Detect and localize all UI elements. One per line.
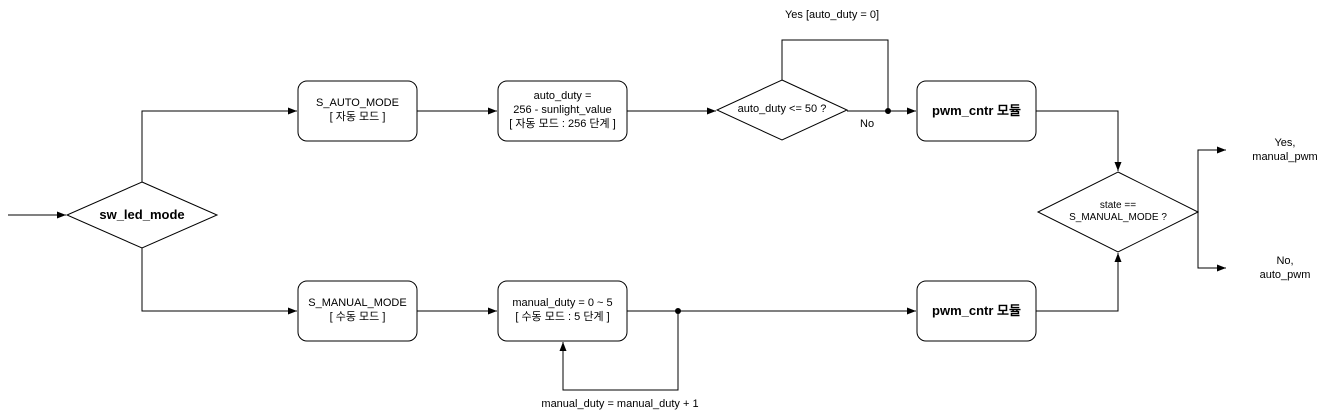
state-check-label: state == S_MANUAL_MODE ? [1069,199,1167,224]
manual-mode-label: S_MANUAL_MODE [ 수동 모드 ] [308,297,407,323]
yes-output-label: Yes, manual_pwm [1252,137,1318,163]
edge-mode-to-auto [141,107,297,182]
yes-auto-label: Yes [auto_duty = 0] [784,9,880,21]
edge-pwm-top-to-state [1036,110,1122,171]
manual-duty-calc-label: manual_duty = 0 ~ 5 [ 수동 모드 : 5 단계 ] [512,297,613,323]
auto-duty-calc-label: auto_duty = 256 - sunlight_value [ 자동 모드… [509,90,616,130]
auto-mode-label: S_AUTO_MODE [ 자동 모드 ] [316,97,399,123]
no-auto-label: No [860,118,875,130]
edge-state-no [1197,212,1226,272]
edge-manual-feedback [559,311,679,391]
junction-dot-manual [675,308,681,314]
state-check-decision [1036,171,1200,253]
auto-check-label: auto_duty <= 50 ? [737,103,827,116]
edge-pwm-bottom-to-state [1036,253,1122,312]
no-output-label: No, auto_pwm [1259,255,1311,281]
sw-led-mode-label: sw_led_mode [99,206,185,222]
manual-increment-label: manual_duty = manual_duty + 1 [541,398,699,410]
pwm-bottom-label: pwm_cntr 모듈 [932,302,1021,318]
edge-state-yes [1197,146,1226,212]
auto-check-decision [715,79,849,141]
junction-dot-auto [885,108,891,114]
pwm-top-label: pwm_cntr 모듈 [932,102,1021,118]
edge-mode-to-manual [141,248,297,315]
edge-yes-loop [781,39,889,111]
